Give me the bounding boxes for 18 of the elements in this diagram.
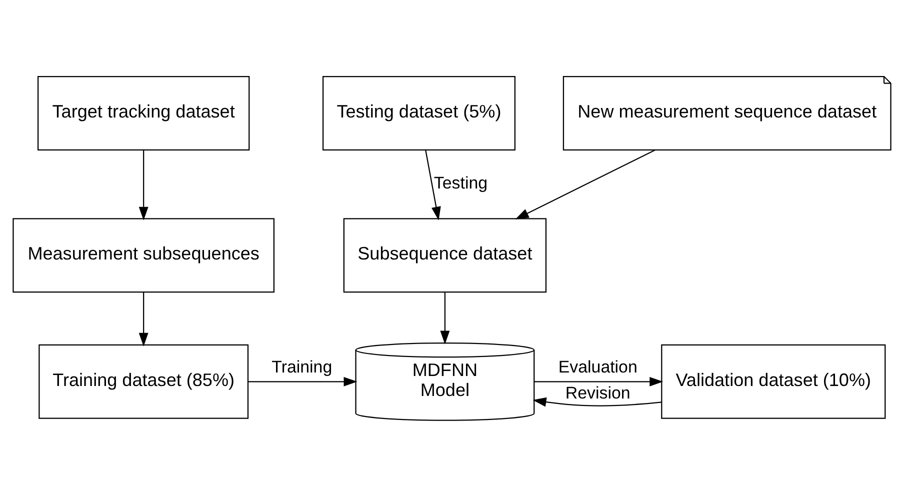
edge-label: Evaluation bbox=[558, 357, 638, 376]
node-box: Testing dataset (5%) bbox=[322, 75, 516, 150]
edge-label: Training bbox=[272, 357, 332, 376]
arrow bbox=[425, 149, 441, 220]
arrow bbox=[248, 376, 358, 386]
arrow bbox=[138, 150, 148, 220]
node-box: Subsequence dataset bbox=[343, 218, 547, 292]
edge-label: Testing bbox=[434, 172, 488, 192]
node-box: Target tracking dataset bbox=[37, 75, 250, 150]
node-box: Training dataset (85%) bbox=[38, 344, 249, 418]
arrow bbox=[138, 292, 148, 346]
node-box: Measurement subsequences bbox=[12, 218, 275, 292]
arrow bbox=[440, 292, 450, 344]
arrow bbox=[532, 396, 662, 406]
arrow bbox=[515, 149, 656, 219]
edge-label: Revision bbox=[565, 383, 630, 402]
node-box: Validation dataset (10%) bbox=[661, 344, 886, 418]
arrow bbox=[534, 376, 664, 386]
